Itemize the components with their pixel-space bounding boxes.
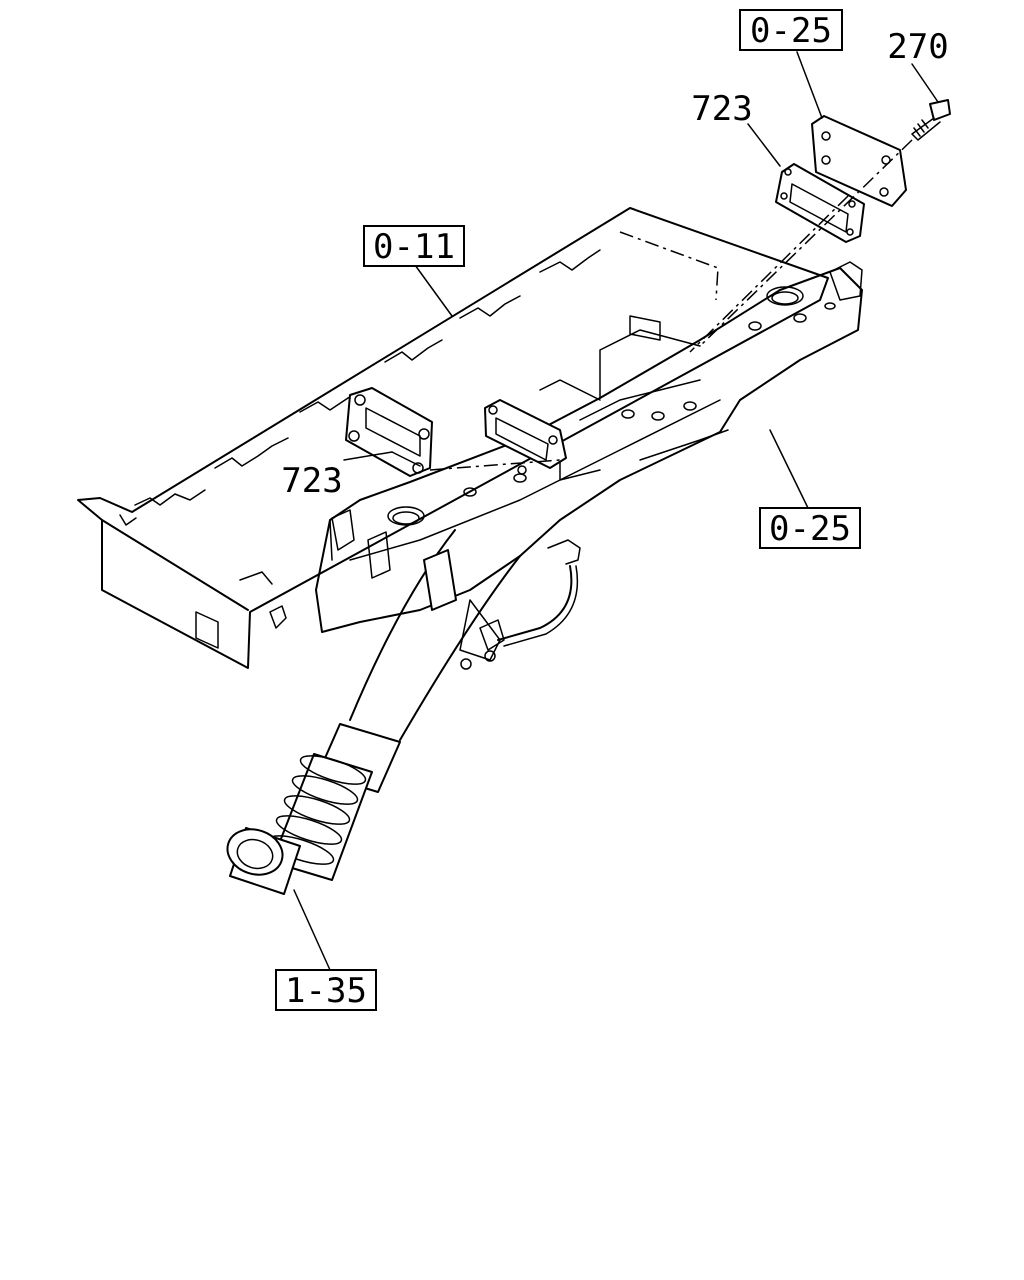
callout-ref-hose-text: 1-35	[285, 971, 367, 1011]
callout-ref-side-text: 0-25	[769, 509, 851, 549]
manifold-gasket-right	[484, 399, 567, 475]
callout-ref-top: 0-25	[739, 9, 843, 51]
leader-lines	[293, 51, 939, 971]
callout-gasket-top: 723	[691, 89, 752, 129]
cover-plate	[811, 115, 907, 207]
bolt-270	[911, 99, 951, 141]
callout-bolt-text: 270	[887, 27, 948, 67]
callout-ref-side: 0-25	[759, 507, 861, 549]
manifold-gasket-left	[345, 387, 433, 477]
cylinder-head-block	[77, 207, 829, 669]
manifold-bosses	[331, 261, 863, 579]
callout-gasket-mid: 723	[281, 461, 342, 501]
callout-gasket-top-text: 723	[691, 89, 752, 129]
sensor-line	[479, 539, 581, 651]
callout-gasket-mid-text: 723	[281, 461, 342, 501]
outlet-pipe	[349, 529, 521, 741]
callout-ref-head: 0-11	[363, 225, 465, 267]
callout-ref-hose: 1-35	[275, 969, 377, 1011]
callout-ref-top-text: 0-25	[750, 11, 832, 51]
manifold-body	[315, 267, 863, 633]
callout-ref-head-text: 0-11	[373, 227, 455, 267]
flex-hose	[226, 723, 401, 895]
callout-bolt: 270	[887, 27, 948, 67]
cover-gasket	[775, 163, 865, 243]
